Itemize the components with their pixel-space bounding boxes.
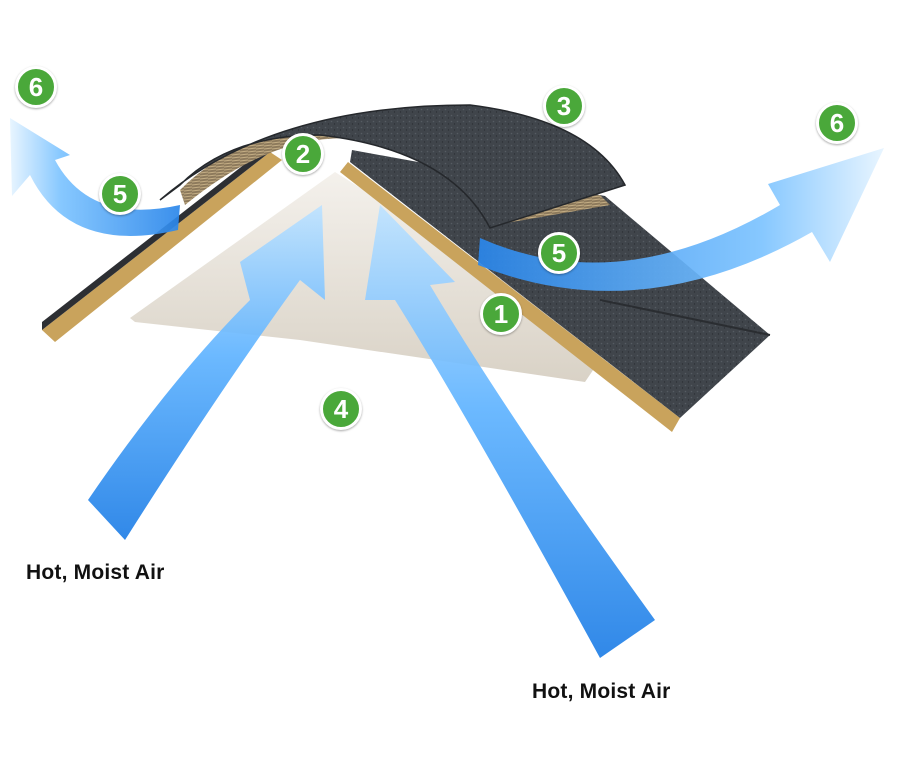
hot-moist-air-label-right: Hot, Moist Air <box>532 680 671 703</box>
callout-badge-1: 1 <box>480 293 522 335</box>
airflow-arrow-exhaust-right <box>478 148 884 291</box>
callout-badge-5-left: 5 <box>99 173 141 215</box>
left-roof-deck <box>42 152 282 342</box>
callout-badge-6-right: 6 <box>816 102 858 144</box>
callout-badge-3: 3 <box>543 85 585 127</box>
airflow-arrow-left-up <box>88 205 325 540</box>
ridge-cap-shingle <box>159 104 627 229</box>
callout-badge-5-right: 5 <box>538 232 580 274</box>
callout-badge-2: 2 <box>282 133 324 175</box>
callout-badge-6-left: 6 <box>15 66 57 108</box>
hot-moist-air-label-left: Hot, Moist Air <box>26 561 165 584</box>
airflow-arrow-right-up <box>365 205 655 658</box>
callout-badge-4: 4 <box>320 388 362 430</box>
airflow-arrow-exhaust-left <box>10 118 180 236</box>
